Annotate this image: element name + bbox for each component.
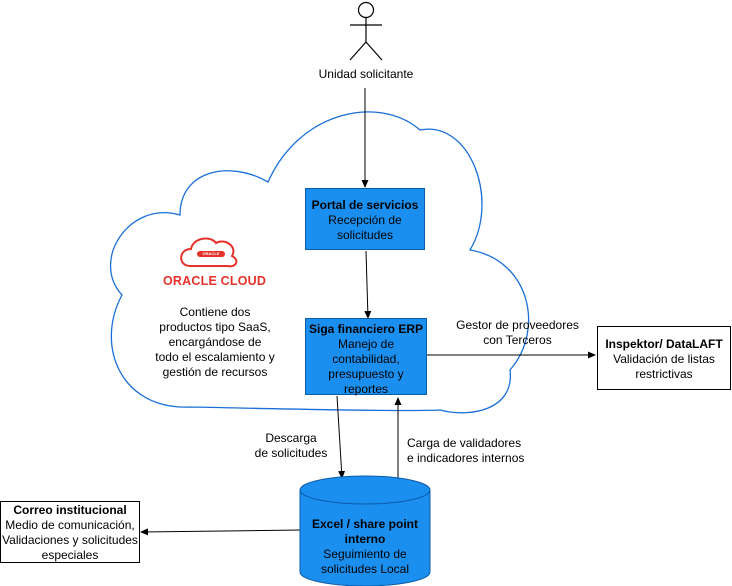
edge-portal-siga (364, 250, 372, 319)
database-cylinder (299, 475, 431, 586)
edge-siga-db (336, 395, 346, 479)
portal-body: Recepción de solicitudes (328, 213, 402, 242)
siga-body: Manejo de contabilidad, presupuesto y re… (328, 337, 404, 396)
oracle-cloud-label: ORACLE CLOUD (163, 274, 267, 288)
siga-box[interactable]: Siga financiero ERP Manejo de contabilid… (305, 318, 427, 396)
oracle-logo-icon (180, 237, 238, 268)
edge-db-correo (140, 528, 301, 536)
portal-title: Portal de servicios (311, 198, 419, 212)
inspektor-title: Inspektor/ DataLAFT (605, 337, 723, 351)
siga-title: Siga financiero ERP (308, 322, 424, 336)
edge-label-gestor: Gestor de proveedores con Terceros (456, 318, 579, 347)
edge-label-carga: Carga de validadores e indicadores inter… (407, 436, 525, 465)
edge-label-descarga: Descarga de solicitudes (254, 431, 328, 460)
correo-box[interactable]: Correo institucional Medio de comunicaci… (0, 501, 140, 563)
actor-icon (349, 1, 383, 61)
cloud-description: Contiene dos productos tipo SaaS, encarg… (155, 305, 275, 379)
database-title: Excel / share point interno (311, 517, 419, 546)
actor-label: Unidad solicitante (318, 67, 414, 81)
correo-body: Medio de comunicación, Validaciones y so… (2, 518, 138, 562)
correo-title: Correo institucional (13, 503, 127, 517)
inspektor-body: Validación de listas restrictivas (613, 352, 715, 381)
oracle-logo-text: ORACLE (202, 251, 220, 256)
database-node[interactable]: Excel / share point interno Seguimiento … (300, 517, 430, 577)
database-body: Seguimiento de solicitudes Local (320, 547, 410, 576)
portal-box[interactable]: Portal de servicios Recepción de solicit… (305, 188, 425, 250)
inspektor-box[interactable]: Inspektor/ DataLAFT Validación de listas… (597, 326, 731, 390)
